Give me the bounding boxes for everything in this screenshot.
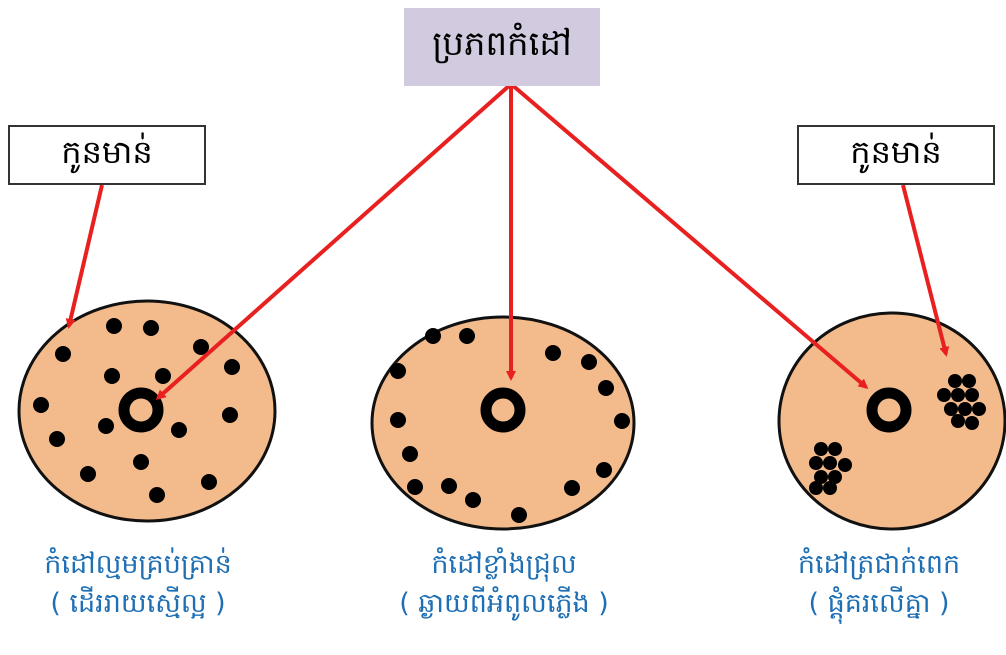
chick-dot: [390, 363, 406, 379]
chick-dot: [133, 454, 149, 470]
chick-dot: [155, 368, 171, 384]
chick-dot: [459, 328, 475, 344]
chick-dot: [948, 374, 962, 388]
chick-dot: [425, 328, 441, 344]
chick-dot: [809, 456, 823, 470]
chick-dot: [596, 462, 612, 478]
chick-dot: [441, 478, 457, 494]
caption-middle-line2: ( ឆ្ងាយពីអំពូលភ្លើង ): [399, 588, 609, 620]
chick-dot: [965, 388, 979, 402]
chick-dot: [80, 466, 96, 482]
chick-dot: [972, 402, 986, 416]
chick-dot: [814, 470, 828, 484]
chick-dot: [962, 374, 976, 388]
arrow-title-to-left: [155, 82, 513, 400]
chick-dot: [598, 380, 614, 396]
chick-dot: [838, 458, 852, 472]
caption-right-line2: ( ផ្តុំគរលើគ្នា ): [808, 588, 950, 620]
chicks-right-cluster-top: [937, 374, 986, 430]
chick-dot: [104, 368, 120, 384]
caption-right-line1: កំដៅត្រជាក់ពេក: [797, 549, 961, 580]
caption-left: កំដៅល្មមគ្រប់គ្រាន់ ( ដើររាយស្មើល្អ ): [0, 545, 288, 623]
chick-dot: [937, 388, 951, 402]
chick-dot: [402, 446, 418, 462]
disc-left: [17, 299, 277, 523]
arrow-label-right: [901, 184, 950, 357]
caption-right: កំដៅត្រជាក់ពេក ( ផ្តុំគរលើគ្នា ): [729, 545, 1006, 623]
chick-dot: [149, 487, 165, 503]
chick-dot: [951, 414, 965, 428]
heat-source-title: ប្រភពកំដៅ: [404, 8, 600, 86]
chick-dot: [828, 442, 842, 456]
chick-dot: [201, 474, 217, 490]
chick-dot: [823, 456, 837, 470]
heat-source-middle: [480, 387, 526, 433]
chick-dot: [823, 481, 837, 495]
chick-dot: [224, 359, 240, 375]
chick-dot: [98, 418, 114, 434]
heat-source-left: [118, 387, 164, 433]
chick-dot: [55, 346, 71, 362]
chick-dot: [511, 507, 527, 523]
chick-dot: [407, 479, 423, 495]
chick-dot: [545, 345, 561, 361]
chick-dot: [828, 470, 842, 484]
heat-source-right: [866, 387, 912, 433]
chick-label-right: កូនមាន់: [797, 125, 995, 185]
chick-dot: [951, 388, 965, 402]
chick-dot: [814, 442, 828, 456]
chick-dot: [49, 431, 65, 447]
chicks-right-cluster-bottom: [809, 442, 852, 495]
chicks-left: [33, 318, 240, 503]
caption-left-line2: ( ដើររាយស្មើល្អ ): [50, 588, 226, 620]
arrow-title-to-right: [509, 82, 869, 389]
arrow-label-left: [65, 184, 104, 329]
chick-dot: [564, 480, 580, 496]
chick-dot: [193, 339, 209, 355]
chick-dot: [965, 416, 979, 430]
chick-dot: [106, 318, 122, 334]
chick-label-left: កូនមាន់: [8, 125, 206, 185]
chick-dot: [143, 320, 159, 336]
chick-dot: [944, 402, 958, 416]
chicks-middle: [390, 328, 630, 523]
caption-left-line1: កំដៅល្មមគ្រប់គ្រាន់: [44, 549, 232, 580]
chick-dot: [809, 481, 823, 495]
chick-dot: [465, 492, 481, 508]
caption-middle: កំដៅខ្លាំងជ្រុល ( ឆ្ងាយពីអំពូលភ្លើង ): [354, 545, 654, 623]
chick-dot: [614, 413, 630, 429]
chick-dot: [581, 354, 597, 370]
chick-dot: [33, 397, 49, 413]
caption-middle-line1: កំដៅខ្លាំងជ្រុល: [431, 549, 577, 580]
chick-dot: [390, 412, 406, 428]
chick-dot: [222, 407, 238, 423]
chick-dot: [171, 422, 187, 438]
chick-dot: [958, 402, 972, 416]
